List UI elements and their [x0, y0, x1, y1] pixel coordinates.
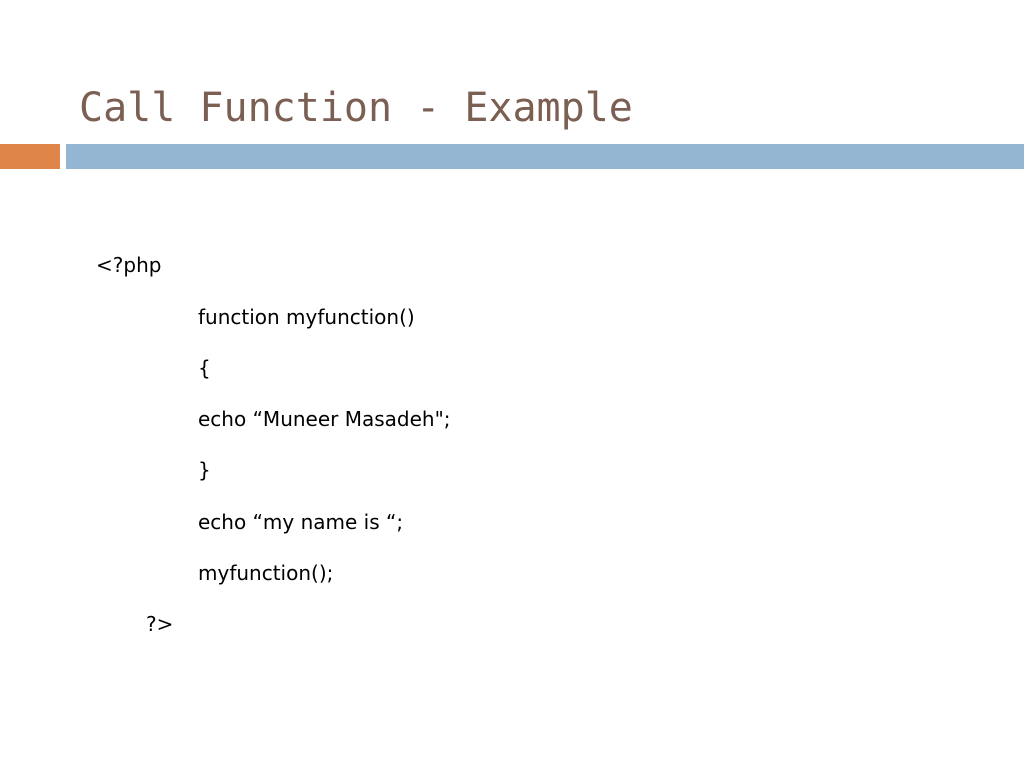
code-line-function-declaration: function myfunction(): [198, 305, 415, 329]
code-line-php-open: <?php: [96, 253, 162, 277]
code-line-echo-my-name: echo “my name is “;: [198, 510, 404, 534]
code-line-php-close: ?>: [146, 612, 174, 636]
code-line-open-brace: {: [198, 356, 211, 380]
accent-bar-right: [66, 144, 1024, 169]
code-line-echo-name: echo “Muneer Masadeh";: [198, 407, 451, 431]
accent-bar-left: [0, 144, 60, 169]
code-line-function-call: myfunction();: [198, 561, 334, 585]
code-line-close-brace: }: [198, 458, 211, 482]
slide-title: Call Function - Example: [79, 85, 633, 131]
